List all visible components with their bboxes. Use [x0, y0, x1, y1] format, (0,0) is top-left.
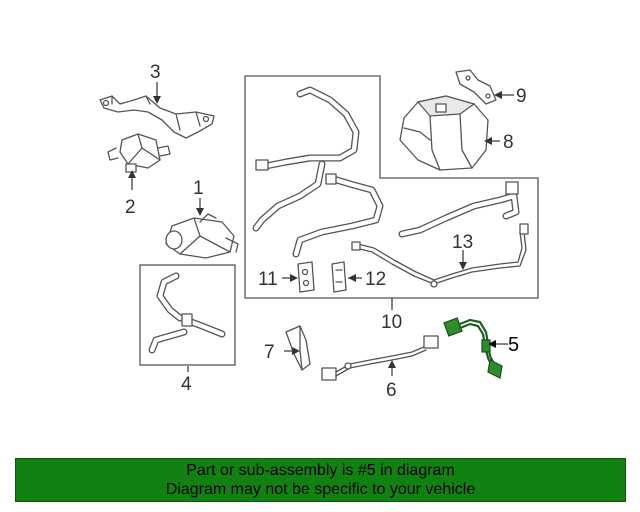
part-1-arrow [196, 208, 204, 216]
info-banner: Part or sub-assembly is #5 in diagram Di… [15, 458, 626, 502]
part-3-arrow [153, 96, 161, 104]
part-13-arrow [459, 262, 467, 270]
part-5-arrow [488, 340, 496, 348]
part-11-clip[interactable] [297, 261, 315, 293]
callout-10[interactable]: 10 [381, 312, 402, 333]
part-4-hoses[interactable] [148, 272, 226, 354]
part-5-oxygen-sensor[interactable] [443, 317, 503, 379]
callout-1[interactable]: 1 [193, 178, 204, 199]
part-2-arrow [128, 170, 136, 178]
part-1-purge-valve[interactable] [165, 213, 239, 259]
part-6-sensor[interactable] [321, 335, 439, 381]
callout-5[interactable]: 5 [508, 334, 519, 356]
part-7-arrow [292, 347, 300, 355]
callout-2[interactable]: 2 [125, 197, 136, 218]
callout-3[interactable]: 3 [150, 62, 161, 83]
part-12-clip[interactable] [331, 261, 347, 293]
banner-line-2: Diagram may not be specific to your vehi… [165, 481, 476, 498]
callout-4[interactable]: 4 [181, 374, 192, 395]
callout-12[interactable]: 12 [365, 269, 386, 290]
part-12-arrow [348, 274, 356, 282]
part-3-bracket[interactable] [99, 95, 215, 139]
part-7-shield[interactable] [285, 325, 311, 371]
callout-13[interactable]: 13 [452, 232, 473, 253]
banner-line-1: Part or sub-assembly is #5 in diagram [186, 462, 455, 479]
part-8-canister[interactable] [399, 95, 489, 171]
callout-11[interactable]: 11 [258, 269, 278, 290]
part-9-arrow [494, 91, 502, 99]
part-2-solenoid[interactable] [107, 133, 171, 173]
callout-9[interactable]: 9 [516, 86, 527, 107]
part-6-arrow [388, 360, 396, 368]
part-4-box [139, 264, 236, 366]
part-9-bracket[interactable] [455, 69, 497, 105]
callout-7[interactable]: 7 [264, 342, 275, 363]
part-10-pipes[interactable] [252, 86, 529, 288]
part-10-box [244, 75, 539, 299]
part-11-arrow [290, 274, 298, 282]
callout-8[interactable]: 8 [503, 132, 514, 153]
callout-6[interactable]: 6 [386, 380, 397, 401]
part-8-arrow [484, 137, 492, 145]
